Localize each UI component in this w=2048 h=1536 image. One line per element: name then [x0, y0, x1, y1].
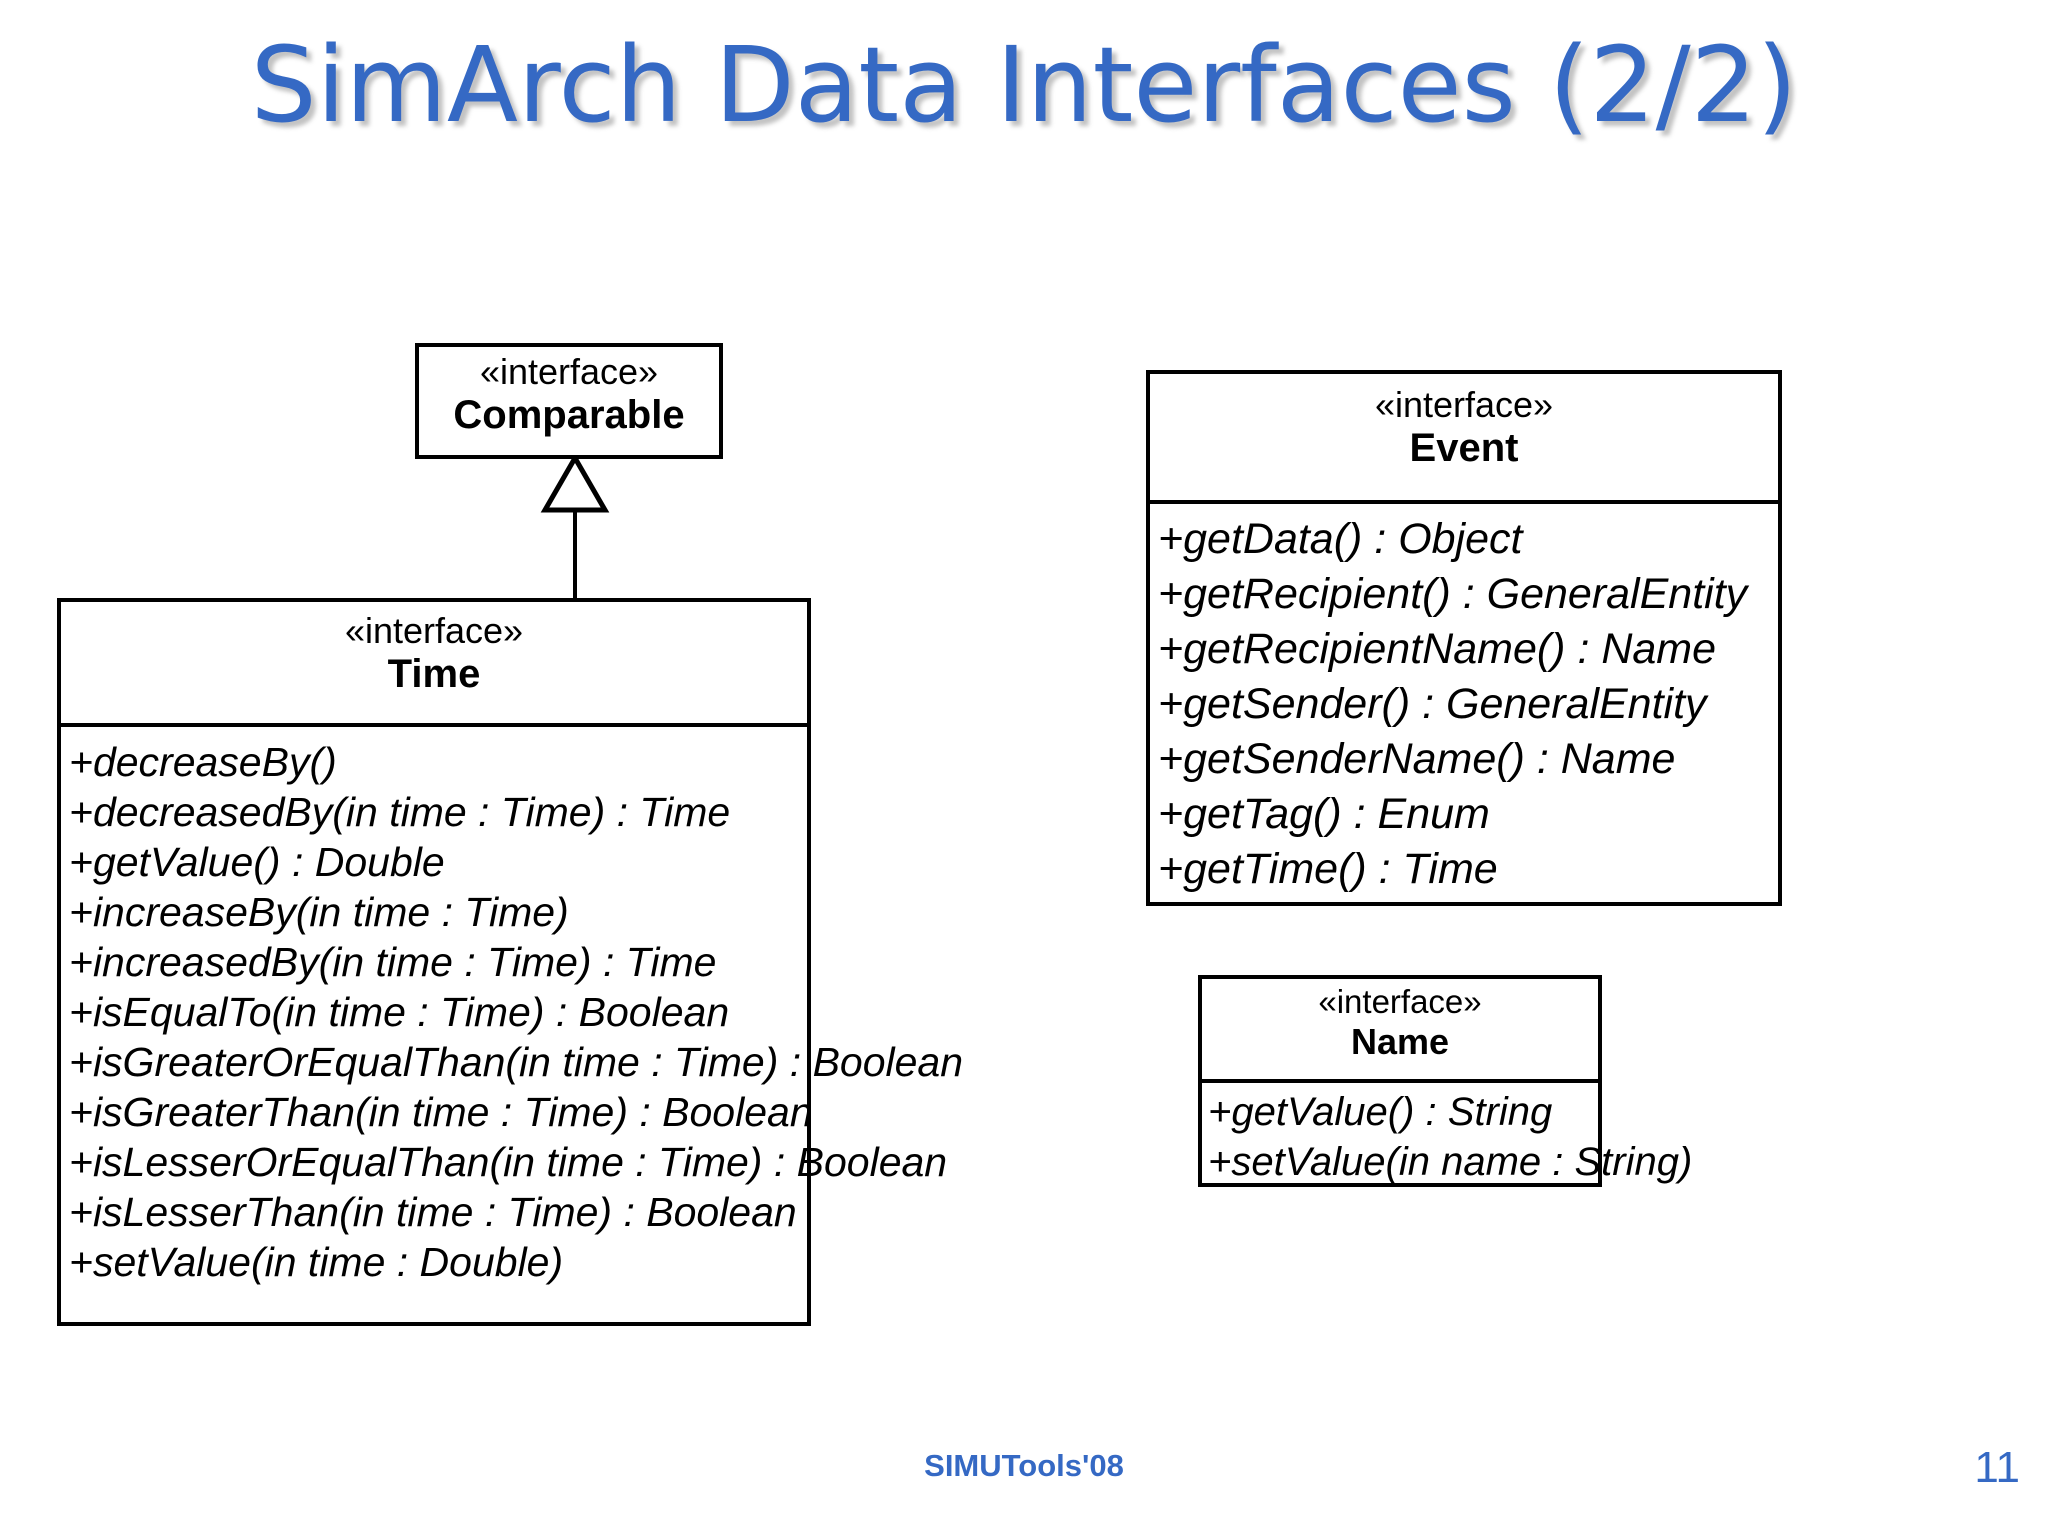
uml-stereotype-time: «interface» — [344, 610, 524, 651]
uml-members-name: +getValue() : String +setValue(in name :… — [1202, 1083, 1693, 1193]
uml-divider-time — [61, 723, 807, 727]
uml-class-header-name: «interface» Name — [1202, 979, 1598, 1079]
uml-member: +getTag() : Enum — [1158, 790, 1490, 838]
uml-classname-comparable: Comparable — [453, 393, 685, 438]
uml-classname-name: Name — [1350, 1020, 1450, 1062]
footer-conference-label: SIMUTools'08 — [924, 1448, 1124, 1483]
uml-member: +decreasedBy(in time : Time) : Time — [69, 789, 731, 835]
uml-divider-name — [1202, 1079, 1598, 1083]
uml-classname-event: Event — [1409, 426, 1519, 471]
uml-member: +decreaseBy() — [69, 739, 337, 785]
uml-class-comparable[interactable]: «interface» Comparable — [415, 343, 723, 459]
uml-member: +setValue(in time : Double) — [69, 1239, 564, 1285]
uml-stereotype-event: «interface» — [1374, 384, 1554, 425]
uml-class-header-event: «interface» Event — [1150, 374, 1778, 500]
uml-member: +getValue() : Double — [69, 839, 445, 885]
uml-members-event: +getData() : Object +getRecipient() : Ge… — [1150, 504, 1778, 903]
uml-member: +getTime() : Time — [1158, 845, 1498, 893]
uml-member: +isLesserOrEqualThan(in time : Time) : B… — [69, 1139, 948, 1185]
uml-member: +getSenderName() : Name — [1158, 735, 1676, 783]
uml-member: +setValue(in name : String) — [1208, 1140, 1693, 1184]
uml-class-header-time: «interface» Time — [61, 602, 807, 723]
uml-member: +isGreaterThan(in time : Time) : Boolean — [69, 1089, 813, 1135]
uml-member: +increasedBy(in time : Time) : Time — [69, 939, 717, 985]
uml-class-name[interactable]: «interface» Name +getValue() : String +s… — [1198, 975, 1692, 1187]
uml-member: +getRecipientName() : Name — [1158, 625, 1717, 673]
uml-member: +increaseBy(in time : Time) — [69, 889, 569, 935]
uml-member: +getData() : Object — [1158, 515, 1523, 563]
uml-stereotype-comparable: «interface» — [479, 351, 659, 392]
generalization-arrow-icon — [540, 452, 610, 603]
page-title: SimArch Data Interfaces (2/2) — [250, 24, 1798, 146]
uml-classname-time: Time — [387, 652, 481, 697]
uml-member: +getValue() : String — [1208, 1090, 1553, 1134]
uml-divider-event — [1150, 500, 1778, 504]
page-number: 11 — [1974, 1443, 2020, 1492]
uml-member: +isEqualTo(in time : Time) : Boolean — [69, 989, 730, 1035]
uml-member: +getRecipient() : GeneralEntity — [1158, 570, 1748, 618]
uml-class-event[interactable]: «interface» Event +getData() : Object +g… — [1146, 370, 1782, 906]
uml-member: +getSender() : GeneralEntity — [1158, 680, 1707, 728]
uml-class-time[interactable]: «interface» Time +decreaseBy() +decrease… — [57, 598, 964, 1326]
generalization-connector — [520, 452, 630, 603]
uml-stereotype-name: «interface» — [1318, 983, 1482, 1020]
uml-member: +isLesserThan(in time : Time) : Boolean — [69, 1189, 797, 1235]
uml-member: +isGreaterOrEqualThan(in time : Time) : … — [69, 1039, 964, 1085]
uml-members-time: +decreaseBy() +decreasedBy(in time : Tim… — [61, 727, 964, 1293]
uml-class-header-comparable: «interface» Comparable — [419, 347, 719, 448]
